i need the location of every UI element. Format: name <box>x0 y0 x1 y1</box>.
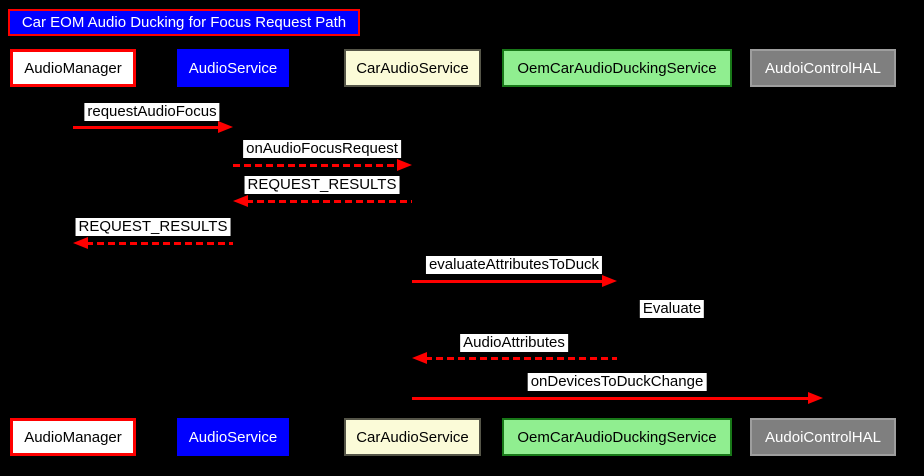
participant-bottom-audio-control-hal: AudoiControlHAL <box>750 418 896 456</box>
message-label-evaluate-self: Evaluate <box>639 300 705 318</box>
message-label-request-results-1: REQUEST_RESULTS <box>244 176 400 194</box>
message-label-evaluate-attributes-to-duck: evaluateAttributesToDuck <box>425 256 603 274</box>
arrow-request-audio-focus <box>73 121 233 133</box>
participant-top-audio-manager: AudioManager <box>10 49 136 87</box>
participant-bottom-car-audio-service: CarAudioService <box>344 418 481 456</box>
arrow-request-results-2 <box>73 237 233 249</box>
participant-top-audio-service: AudioService <box>177 49 289 87</box>
arrow-evaluate-attributes-to-duck <box>412 275 617 287</box>
message-label-audio-attributes: AudioAttributes <box>460 334 568 352</box>
message-label-request-audio-focus: requestAudioFocus <box>84 103 220 121</box>
arrowhead-left-icon <box>73 237 88 249</box>
message-label-on-devices-to-duck-change: onDevicesToDuckChange <box>527 373 707 391</box>
arrowhead-right-icon <box>218 121 233 133</box>
arrow-shaft <box>412 280 604 283</box>
participant-bottom-audio-service: AudioService <box>177 418 289 456</box>
arrow-on-devices-to-duck-change <box>412 392 823 404</box>
arrowhead-left-icon <box>233 195 248 207</box>
arrow-shaft <box>73 126 220 129</box>
arrow-request-results-1 <box>233 195 412 207</box>
arrow-shaft <box>246 200 412 203</box>
arrowhead-right-icon <box>808 392 823 404</box>
arrow-on-audio-focus-request <box>233 159 412 171</box>
message-label-request-results-2: REQUEST_RESULTS <box>75 218 231 236</box>
arrowhead-right-icon <box>602 275 617 287</box>
arrow-shaft <box>86 242 233 245</box>
participant-top-audio-control-hal: AudoiControlHAL <box>750 49 896 87</box>
participant-bottom-audio-manager: AudioManager <box>10 418 136 456</box>
arrow-shaft <box>233 164 399 167</box>
participant-top-car-audio-service: CarAudioService <box>344 49 481 87</box>
participant-bottom-oem-car-audio-ducking-service: OemCarAudioDuckingService <box>502 418 732 456</box>
diagram-title: Car EOM Audio Ducking for Focus Request … <box>8 9 360 36</box>
arrowhead-left-icon <box>412 352 427 364</box>
arrow-audio-attributes <box>412 352 617 364</box>
message-label-on-audio-focus-request: onAudioFocusRequest <box>243 140 401 158</box>
arrowhead-right-icon <box>397 159 412 171</box>
arrow-shaft <box>425 357 617 360</box>
participant-top-oem-car-audio-ducking-service: OemCarAudioDuckingService <box>502 49 732 87</box>
arrow-shaft <box>412 397 810 400</box>
